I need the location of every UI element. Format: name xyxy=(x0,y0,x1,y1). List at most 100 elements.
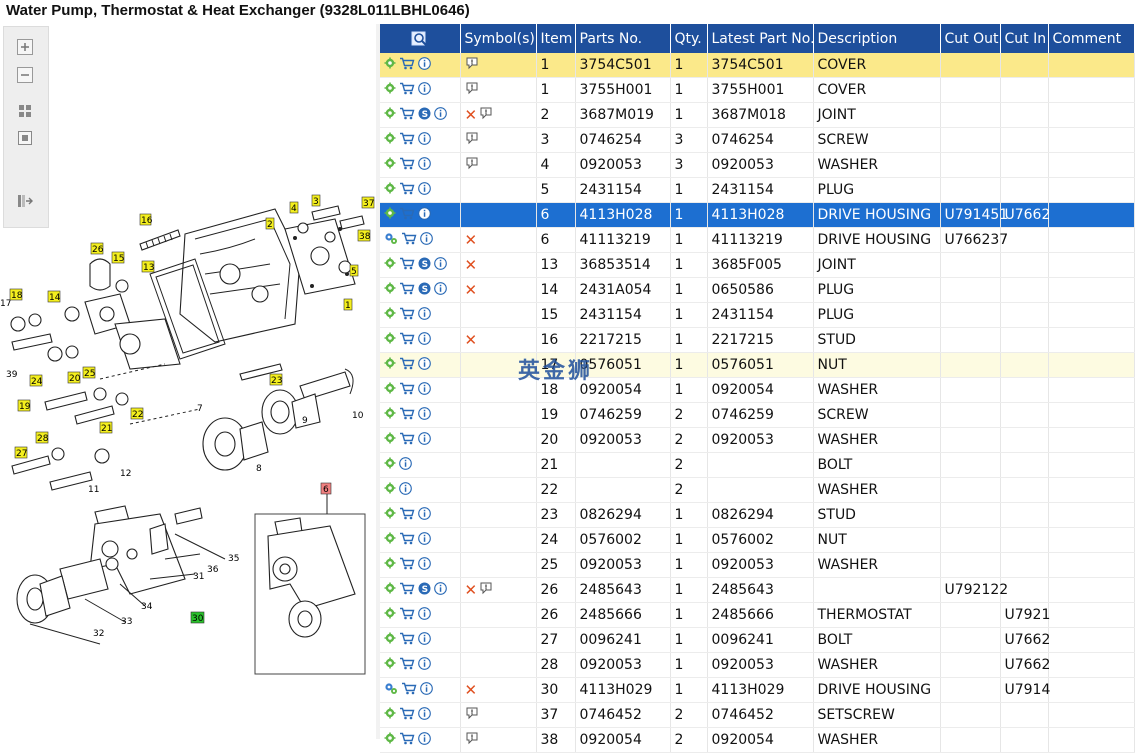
fit-page-icon[interactable] xyxy=(15,101,35,121)
cart-icon[interactable] xyxy=(399,707,415,724)
info-icon[interactable] xyxy=(418,356,431,374)
gear-icon[interactable] xyxy=(384,657,396,673)
search-parts-icon[interactable] xyxy=(411,31,429,47)
callouts[interactable]: 16 2 4 3 37 38 5 1 26 15 13 14 17 18 39 … xyxy=(0,194,374,639)
gear-icon[interactable] xyxy=(384,132,396,148)
cart-icon[interactable] xyxy=(399,432,415,449)
gear-icon[interactable] xyxy=(384,407,396,423)
not-interchangeable-icon[interactable]: ✕ xyxy=(464,281,478,299)
info-icon[interactable] xyxy=(418,181,431,199)
info-icon[interactable] xyxy=(434,581,447,599)
gear-icon[interactable] xyxy=(384,432,396,448)
supersession-icon[interactable]: S xyxy=(418,282,431,299)
gear-icon[interactable] xyxy=(384,207,396,223)
info-icon[interactable] xyxy=(418,331,431,349)
cart-icon[interactable] xyxy=(399,257,415,274)
column-header-parts-no[interactable]: Parts No. xyxy=(575,24,671,53)
info-icon[interactable] xyxy=(418,506,431,524)
cart-icon[interactable] xyxy=(399,657,415,674)
note-icon[interactable] xyxy=(465,156,479,174)
cart-icon[interactable] xyxy=(399,282,415,299)
info-icon[interactable] xyxy=(418,156,431,174)
cart-icon[interactable] xyxy=(399,557,415,574)
cart-icon[interactable] xyxy=(399,532,415,549)
info-icon[interactable] xyxy=(418,606,431,624)
gear-icon[interactable] xyxy=(384,732,396,748)
collapse-pane-icon[interactable] xyxy=(15,191,35,211)
info-icon[interactable] xyxy=(418,531,431,549)
gear-icon[interactable] xyxy=(384,607,396,623)
gear-icon[interactable] xyxy=(384,382,396,398)
diagram-pane[interactable]: 16 2 4 3 37 38 5 1 26 15 13 14 17 18 39 … xyxy=(0,24,377,739)
info-icon[interactable] xyxy=(418,706,431,724)
gear-icon[interactable] xyxy=(384,107,396,123)
column-header-icons[interactable] xyxy=(380,24,461,53)
cart-icon[interactable] xyxy=(399,57,415,74)
note-icon[interactable] xyxy=(465,56,479,74)
gear-icon[interactable] xyxy=(384,482,396,498)
gear-icon[interactable] xyxy=(384,507,396,523)
gear-icon[interactable] xyxy=(384,632,396,648)
info-icon[interactable] xyxy=(418,381,431,399)
info-icon[interactable] xyxy=(420,231,433,249)
column-header-qty[interactable]: Qty. xyxy=(670,24,708,53)
info-icon[interactable] xyxy=(418,56,431,74)
cart-icon[interactable] xyxy=(399,132,415,149)
column-header-item[interactable]: Item xyxy=(536,24,576,53)
column-header-comment[interactable]: Comment xyxy=(1048,24,1135,53)
info-icon[interactable] xyxy=(420,681,433,699)
cart-icon[interactable] xyxy=(401,232,417,249)
cart-icon[interactable] xyxy=(399,407,415,424)
cart-icon[interactable] xyxy=(399,82,415,99)
cart-icon[interactable] xyxy=(399,307,415,324)
gear-icon[interactable] xyxy=(384,157,396,173)
gear-icon[interactable] xyxy=(384,257,396,273)
cart-icon[interactable] xyxy=(399,582,415,599)
column-header-description[interactable]: Description xyxy=(813,24,941,53)
cart-icon[interactable] xyxy=(399,207,415,224)
note-icon[interactable] xyxy=(479,581,493,599)
info-icon[interactable] xyxy=(418,631,431,649)
gear-icon[interactable] xyxy=(384,332,396,348)
info-icon[interactable] xyxy=(418,406,431,424)
zoom-out-icon[interactable] xyxy=(15,65,35,85)
cart-icon[interactable] xyxy=(399,382,415,399)
info-icon[interactable] xyxy=(434,106,447,124)
note-icon[interactable] xyxy=(465,731,479,749)
cart-icon[interactable] xyxy=(399,107,415,124)
cart-icon[interactable] xyxy=(399,607,415,624)
column-header-cut-out[interactable]: Cut Out xyxy=(940,24,1001,53)
gear-icon[interactable] xyxy=(384,557,396,573)
cart-icon[interactable] xyxy=(399,507,415,524)
info-icon[interactable] xyxy=(418,131,431,149)
not-interchangeable-icon[interactable]: ✕ xyxy=(464,681,478,699)
info-icon[interactable] xyxy=(434,256,447,274)
supersession-icon[interactable]: S xyxy=(418,257,431,274)
cart-icon[interactable] xyxy=(401,682,417,699)
gear-icon[interactable] xyxy=(384,357,396,373)
info-icon[interactable] xyxy=(418,431,431,449)
info-icon[interactable] xyxy=(418,81,431,99)
cart-icon[interactable] xyxy=(399,332,415,349)
info-icon[interactable] xyxy=(418,731,431,749)
gear-icon[interactable] xyxy=(384,282,396,298)
